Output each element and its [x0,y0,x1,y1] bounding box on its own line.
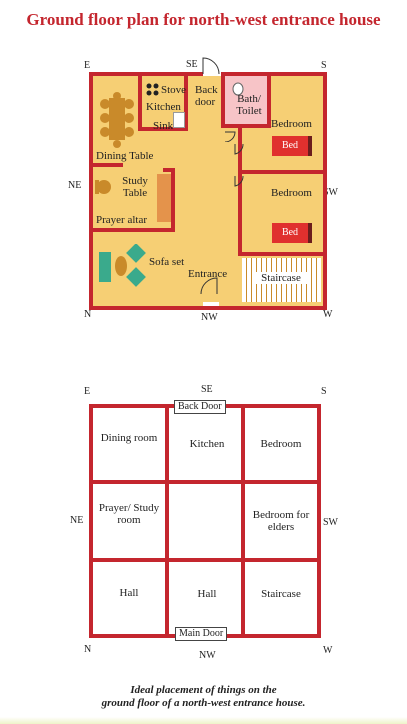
bath-area [225,76,267,124]
label-study-table: Study Table [122,175,148,199]
direction-sw: SW [323,187,338,198]
label-prayer-altar: Prayer altar [96,214,147,226]
direction-nw-2: NW [199,650,216,661]
page-title: Ground floor plan for north-west entranc… [26,10,381,29]
label-dining-table: Dining Table [96,150,154,162]
kitchen-wall-left [138,76,142,131]
cell-dining-room: Dining room [100,432,158,444]
prayer-altar-shape [157,174,171,222]
dining-table-icon [100,92,134,148]
label-bedroom-2: Bedroom [271,187,312,199]
cell-bedroom-top: Bedroom [260,438,302,450]
bath-wall-bottom [225,124,271,128]
cell-hall-2: Hall [197,588,217,600]
bath-wall-left [221,76,225,128]
label-bath-toilet: Bath/ Toilet [236,93,262,117]
cell-kitchen: Kitchen [189,438,225,450]
floor-plan-2 [89,404,321,638]
floor-plan-1: Bed Bed [89,57,327,310]
label-bedroom-1: Bedroom [271,118,312,130]
back-door-opening [203,72,221,76]
label-sink: Sink [153,120,174,132]
direction-e: E [84,60,91,71]
label-staircase: Staircase [252,272,310,284]
bedroom-wall-left [238,76,242,256]
direction-se-2: SE [201,384,213,395]
direction-nw: NW [201,312,218,323]
stove-icon [146,83,159,96]
bed-2: Bed [272,223,312,243]
prayer-wall-bottom [93,228,175,232]
sofa-set-icon [99,244,146,287]
label-kitchen: Kitchen [146,101,181,113]
caption-line-2: ground floor of a north-west entrance ho… [101,697,306,709]
toilet-icon [232,82,244,96]
prayer-wall-top [163,168,175,172]
bath-door-icon [224,131,236,142]
label-back-door: Back door [195,84,218,108]
entrance-door-swing-icon [200,277,218,295]
main-door-label: Main Door [175,627,228,641]
direction-sw-2: SW [323,517,338,528]
grid-wall-v2 [241,408,245,634]
label-sofa-set: Sofa set [149,256,185,268]
direction-e-2: E [84,386,91,397]
prayer-wall-right [171,168,175,232]
dining-wall-bottom [93,163,123,167]
direction-ne: NE [68,180,82,191]
direction-ne-2: NE [70,515,84,526]
bath-wall-right [267,76,271,128]
direction-n-2: N [84,644,92,655]
label-stove: Stove [161,84,187,96]
grid-wall-h2 [93,558,317,562]
back-door-label: Back Door [174,400,226,414]
cell-hall-1: Hall [119,587,139,599]
bed-1: Bed [272,136,312,156]
direction-se: SE [186,59,198,70]
cell-bedroom-elders: Bedroom for elders [252,509,310,533]
bottom-decor-strip [0,717,407,724]
direction-w: W [323,309,333,320]
cell-prayer-study-room: Prayer/ Study room [98,502,160,526]
bedroom2-door-icon [234,175,244,187]
grid-wall-h1 [93,480,317,484]
direction-s: S [321,60,327,71]
direction-n: N [84,309,92,320]
kitchen-wall-right [184,76,188,131]
cell-staircase: Staircase [261,588,301,600]
label-entrance: Entrance [188,268,228,280]
kitchen-wall-bottom [138,127,188,131]
bedroom1-door-icon [234,143,244,155]
caption: Ideal placement of things on the ground … [0,684,407,710]
direction-s-2: S [321,386,327,397]
back-door-swing-icon [202,57,220,75]
staircase-wall-top [238,252,323,256]
study-chair-icon [95,180,111,194]
caption-line-1: Ideal placement of things on the [130,684,277,696]
direction-w-2: W [323,645,333,656]
grid-wall-v1 [165,408,169,634]
bedroom-divider [238,170,323,174]
sink-icon [173,112,185,128]
entrance-opening [203,302,219,306]
